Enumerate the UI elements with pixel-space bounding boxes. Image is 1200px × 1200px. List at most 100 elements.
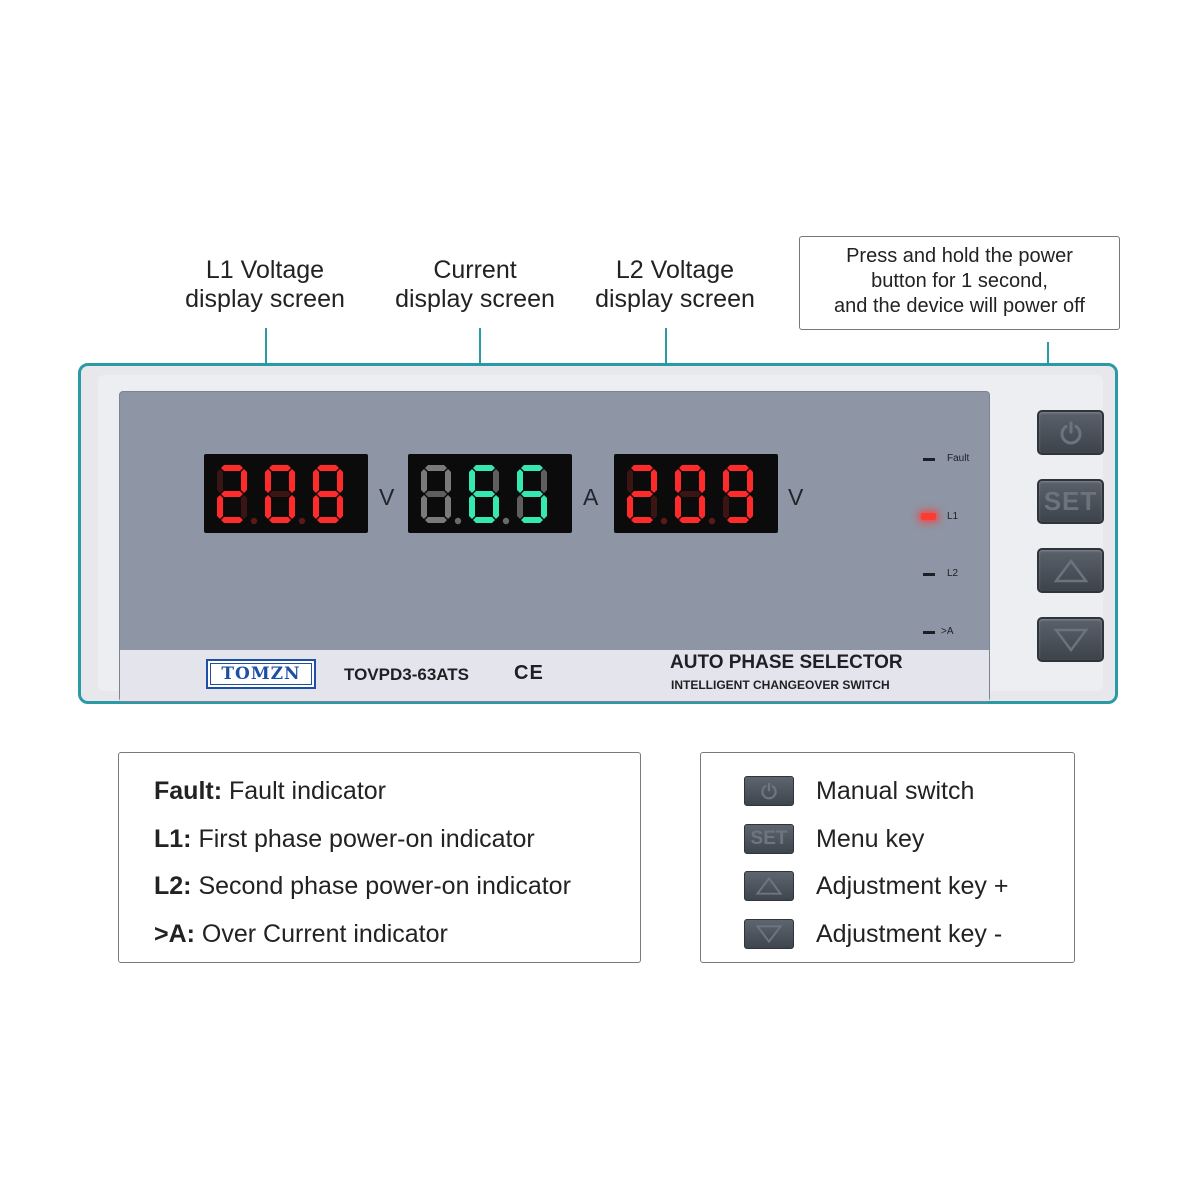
segment — [425, 464, 447, 471]
segment — [747, 468, 753, 493]
segment — [675, 468, 681, 493]
segment — [651, 494, 657, 519]
down-button[interactable] — [1037, 617, 1104, 662]
overcurrent-indicator-label: >A — [941, 626, 954, 637]
segment — [265, 494, 271, 519]
l1-voltage-callout: L1 Voltage display screen — [170, 256, 360, 314]
legend-set-key: SET — [744, 824, 794, 854]
segment — [493, 494, 499, 519]
l1-voltage-display — [204, 454, 368, 533]
note-line: button for 1 second, — [871, 270, 1048, 292]
decimal-point — [502, 517, 510, 524]
ce-mark: CE — [514, 662, 544, 684]
segment — [289, 468, 295, 493]
decimal-point — [708, 517, 716, 524]
segment — [631, 490, 653, 497]
brand-name: TOMZN — [210, 663, 312, 685]
segment — [469, 494, 475, 519]
up-button[interactable] — [1037, 548, 1104, 593]
segment — [313, 494, 319, 519]
decimal-point — [250, 517, 258, 524]
down-triangle-icon — [755, 925, 783, 944]
segment — [699, 494, 705, 519]
phase-selector-device: V A V Fault L1 L2 >A TOMZN — [78, 363, 1118, 704]
l1-indicator-label: L1 — [947, 511, 959, 522]
key-legend: Manual switch SET Menu key Adjustment ke… — [700, 752, 1075, 963]
segment — [269, 490, 291, 497]
segment — [337, 494, 343, 519]
legend-desc: First phase power-on indicator — [191, 825, 535, 853]
segment — [727, 516, 749, 523]
l2-voltage-digits — [627, 464, 753, 524]
set-button[interactable]: SET — [1037, 479, 1104, 524]
segment — [727, 464, 749, 471]
segment — [651, 468, 657, 493]
l2-indicator-led — [923, 573, 935, 576]
legend-desc: Fault indicator — [222, 777, 387, 805]
segment — [723, 468, 729, 493]
segment — [631, 516, 653, 523]
legend-term: L2: — [154, 872, 192, 900]
power-off-note: Press and hold the power button for 1 se… — [799, 236, 1120, 330]
legend-term: L1: — [154, 825, 192, 853]
segment — [469, 468, 475, 493]
segment — [541, 468, 547, 493]
fault-indicator-label: Fault — [947, 453, 970, 464]
segment — [269, 516, 291, 523]
l2-voltage-display — [614, 454, 778, 533]
segment — [317, 516, 339, 523]
segment — [445, 468, 451, 493]
segment — [445, 494, 451, 519]
note-line: Press and hold the power — [846, 245, 1073, 267]
power-icon — [761, 782, 777, 800]
l2-indicator-label: L2 — [947, 568, 959, 579]
power-button[interactable] — [1037, 410, 1104, 455]
legend-power-key — [744, 776, 794, 806]
current-callout: Current display screen — [380, 256, 570, 314]
indicator-legend: Fault: Fault indicator L1: First phase p… — [118, 752, 641, 963]
legend-key-label: Adjustment key - — [816, 920, 1003, 948]
segment — [679, 464, 701, 471]
l2-voltage-callout: L2 Voltage display screen — [580, 256, 770, 314]
callout-line: display screen — [595, 285, 755, 313]
display-panel: V A V Fault L1 L2 >A TOMZN — [119, 391, 990, 702]
segment — [425, 516, 447, 523]
segment — [699, 468, 705, 493]
callout-line: display screen — [395, 285, 555, 313]
legend-key-label: Menu key — [816, 825, 925, 853]
segment — [521, 464, 543, 471]
segment — [679, 516, 701, 523]
segment — [473, 516, 495, 523]
callout-line: L2 Voltage — [615, 256, 735, 284]
decimal-point — [660, 517, 668, 524]
segment — [631, 464, 653, 471]
segment — [425, 490, 447, 497]
device-frame: V A V Fault L1 L2 >A TOMZN — [98, 375, 1104, 702]
segment — [517, 494, 523, 519]
segment — [221, 490, 243, 497]
segment — [541, 494, 547, 519]
segment — [627, 468, 633, 493]
decimal-point — [298, 517, 306, 524]
legend-term: Fault: — [154, 777, 223, 805]
product-name: AUTO PHASE SELECTOR — [670, 652, 903, 673]
note-line: and the device will power off — [834, 295, 1085, 317]
segment — [241, 468, 247, 493]
legend-up-key — [744, 871, 794, 901]
segment — [221, 516, 243, 523]
set-button-label: SET — [1043, 486, 1098, 516]
segment — [317, 490, 339, 497]
legend-item-fault: Fault: Fault indicator — [154, 777, 386, 806]
l2-unit: V — [788, 484, 804, 510]
callout-line: Current — [433, 256, 517, 284]
segment — [337, 468, 343, 493]
segment — [421, 494, 427, 519]
segment — [317, 464, 339, 471]
segment — [421, 468, 427, 493]
segment — [289, 494, 295, 519]
segment — [473, 464, 495, 471]
segment — [727, 490, 749, 497]
up-triangle-icon — [755, 876, 783, 895]
segment — [265, 468, 271, 493]
segment — [221, 464, 243, 471]
